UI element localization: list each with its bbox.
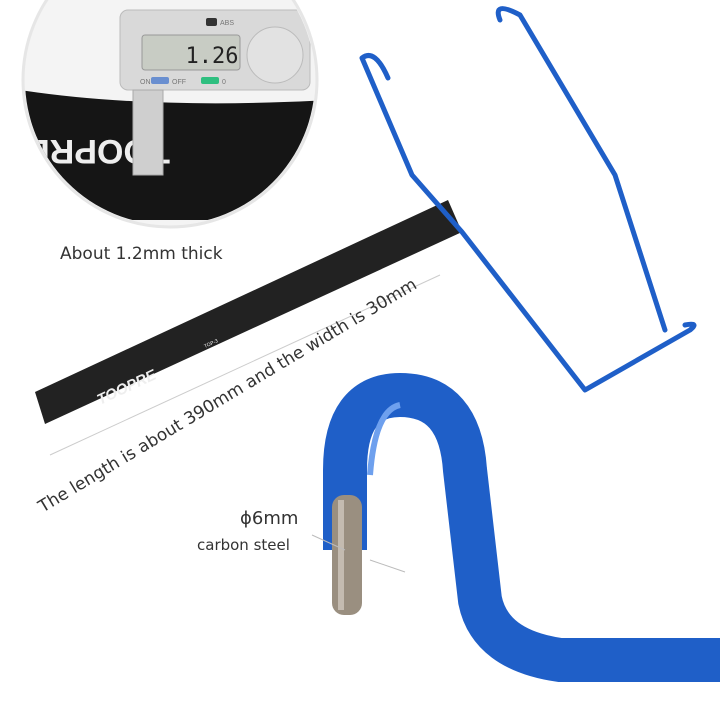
zero-button-label: 0 (222, 79, 226, 86)
off-button-label: OFF (172, 79, 186, 86)
abs-button (206, 18, 217, 26)
dimension-line (49, 274, 441, 456)
strap-model: TOP-3 (203, 338, 219, 350)
wire-hanger (359, 6, 697, 393)
diameter-label: ϕ6mm (240, 508, 299, 529)
material-label: carbon steel (197, 536, 290, 554)
abs-button-label: ABS (220, 20, 234, 27)
zero-button (201, 77, 219, 84)
caliper-reading: 1.26 (186, 44, 239, 69)
caliper-inset: TOOPRE ABS 1.26 ON OFF 0 (21, 0, 319, 229)
hook (323, 372, 720, 682)
thickness-label: About 1.2mm thick (60, 244, 223, 264)
on-off-button (151, 77, 169, 84)
on-button-label: ON (140, 79, 151, 86)
